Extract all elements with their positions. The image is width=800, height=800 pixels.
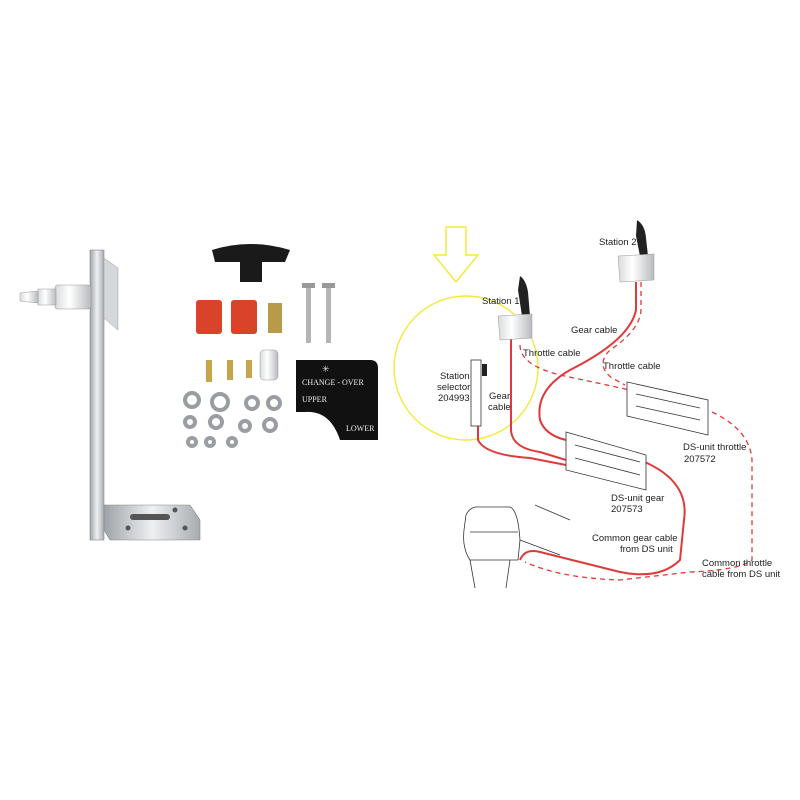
arrow-down-icon: [432, 226, 480, 284]
label-ds-gear: DS-unit gear: [611, 493, 664, 504]
nylon-block: [231, 300, 257, 334]
label-selector-1: Station: [440, 371, 470, 382]
nylon-block: [196, 300, 222, 334]
station-selector-unit: [470, 359, 487, 427]
label-throttle-cable-2: Throttle cable: [603, 361, 661, 372]
plate-logo-icon: ✳: [322, 364, 330, 374]
label-station-1: Station 1: [482, 296, 520, 307]
label-selector-2: selector: [437, 382, 470, 393]
label-gear-cable-2: cable: [488, 402, 511, 413]
plate-upper: UPPER: [302, 395, 328, 404]
outboard-motor: [463, 504, 571, 589]
cables: [477, 282, 753, 581]
label-ds-gear-part: 207573: [611, 504, 643, 515]
label-gear-cable-1: Gear: [489, 391, 510, 402]
station-1-control: [497, 276, 533, 341]
parts-kit: [183, 244, 335, 448]
label-common-gear-1: Common gear cable: [592, 533, 678, 544]
label-throttle-cable-1: Throttle cable: [523, 348, 581, 359]
t-handle: [212, 244, 290, 282]
label-common-throttle-2: cable from DS unit: [702, 569, 781, 580]
label-common-throttle-1: Common throttle: [702, 558, 772, 569]
change-over-plate: CHANGE - OVER UPPER LOWER ✳: [296, 360, 378, 440]
station-2-control: [617, 220, 655, 283]
ds-unit-gear: [565, 431, 647, 491]
selector-bracket: [19, 249, 201, 541]
ds-unit-throttle: [626, 381, 709, 436]
label-common-gear-2: from DS unit: [620, 544, 673, 555]
plate-lower: LOWER: [346, 424, 375, 433]
plate-title: CHANGE - OVER: [302, 378, 364, 387]
label-ds-throttle-part: 207572: [684, 454, 716, 465]
label-station-2: Station 2: [599, 237, 637, 248]
label-selector-part: 204993: [438, 393, 470, 404]
diagram-labels: Station 1 Station 2 Gear cable Throttle …: [437, 237, 781, 580]
label-gear-cable-top: Gear cable: [571, 325, 617, 336]
label-ds-throttle: DS-unit throttle: [683, 442, 746, 453]
